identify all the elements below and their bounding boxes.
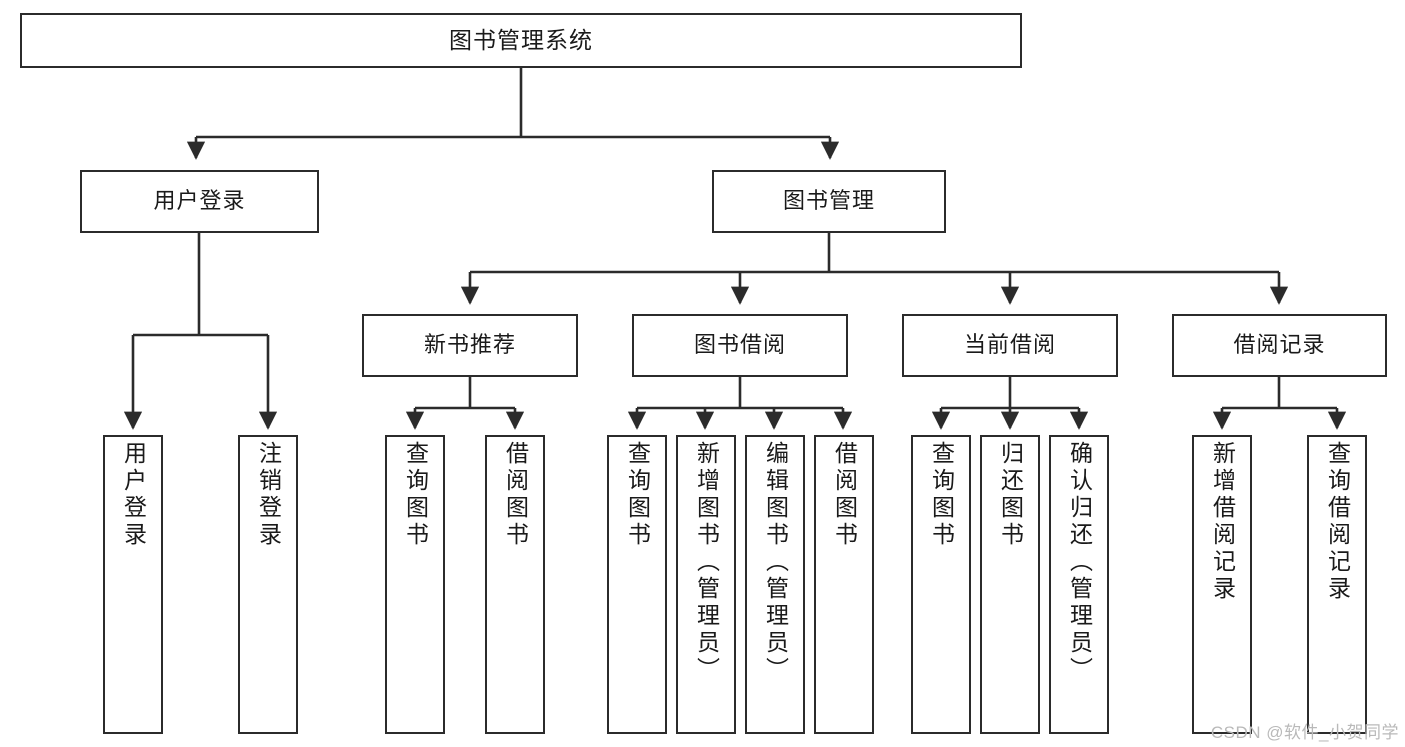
leaf-current-query-book[interactable]: 查询图书: [911, 435, 971, 734]
node-label: 查询图书: [624, 441, 651, 549]
node-label: 新书推荐: [423, 332, 516, 358]
node-label: 查询图书: [402, 441, 429, 549]
node-label: 借阅图书: [502, 441, 529, 549]
node-label: 借阅记录: [1233, 332, 1326, 358]
node-label: 确认归还（管理员）: [1066, 441, 1093, 684]
node-label: 归还图书: [997, 441, 1024, 549]
csdn-watermark: CSDN @软件_小贺同学: [1210, 723, 1399, 742]
leaf-borrow-edit-book-admin[interactable]: 编辑图书（管理员）: [745, 435, 805, 734]
leaf-current-confirm-return-admin[interactable]: 确认归还（管理员）: [1049, 435, 1109, 734]
node-book-management[interactable]: 图书管理: [712, 170, 946, 233]
node-borrow-record[interactable]: 借阅记录: [1172, 314, 1387, 377]
leaf-borrow-borrow-book[interactable]: 借阅图书: [814, 435, 874, 734]
node-label: 查询借阅记录: [1324, 441, 1351, 603]
leaf-borrow-query-book[interactable]: 查询图书: [607, 435, 667, 734]
node-root-system[interactable]: 图书管理系统: [20, 13, 1022, 68]
node-current-borrow[interactable]: 当前借阅: [902, 314, 1118, 377]
node-book-borrow[interactable]: 图书借阅: [632, 314, 848, 377]
leaf-record-add-record[interactable]: 新增借阅记录: [1192, 435, 1252, 734]
node-label: 图书借阅: [693, 332, 786, 358]
leaf-new-book-query[interactable]: 查询图书: [385, 435, 445, 734]
leaf-user-login-login[interactable]: 用户登录: [103, 435, 163, 734]
node-label: 查询图书: [928, 441, 955, 549]
node-label: 注销登录: [255, 441, 282, 549]
node-label: 编辑图书（管理员）: [762, 441, 789, 684]
node-label: 当前借阅: [963, 332, 1056, 358]
leaf-current-return-book[interactable]: 归还图书: [980, 435, 1040, 734]
leaf-user-login-logout[interactable]: 注销登录: [238, 435, 298, 734]
leaf-record-query-record[interactable]: 查询借阅记录: [1307, 435, 1367, 734]
leaf-borrow-add-book-admin[interactable]: 新增图书（管理员）: [676, 435, 736, 734]
node-new-book-recommend[interactable]: 新书推荐: [362, 314, 578, 377]
node-user-login[interactable]: 用户登录: [80, 170, 319, 233]
node-label: 图书管理系统: [449, 26, 593, 53]
node-label: 用户登录: [120, 441, 147, 549]
node-label: 新增图书（管理员）: [693, 441, 720, 684]
node-label: 新增借阅记录: [1209, 441, 1236, 603]
node-label: 用户登录: [153, 188, 246, 214]
node-label: 图书管理: [782, 188, 875, 214]
leaf-new-book-borrow[interactable]: 借阅图书: [485, 435, 545, 734]
node-label: 借阅图书: [831, 441, 858, 549]
